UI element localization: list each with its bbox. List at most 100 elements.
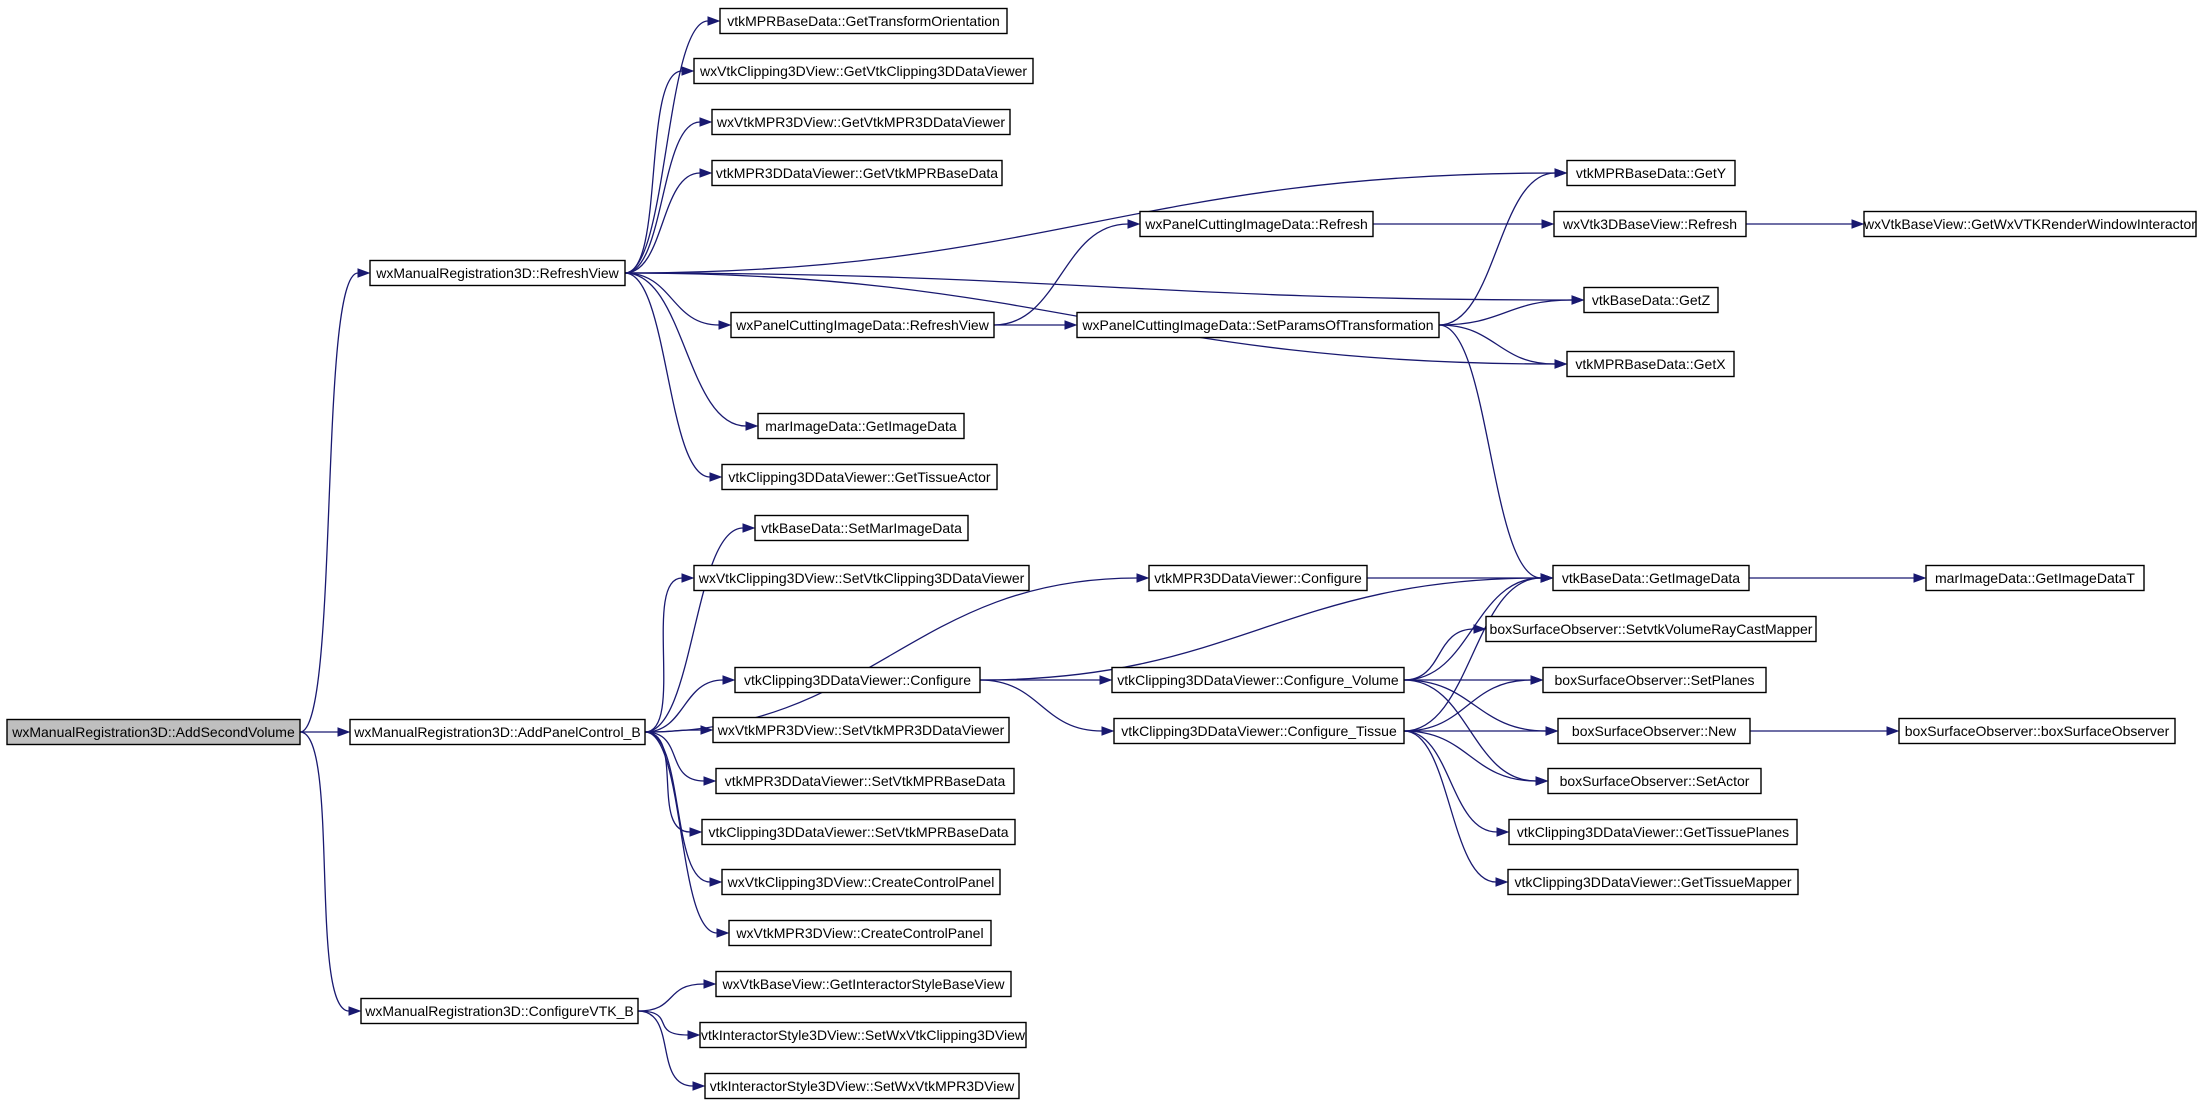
edge-line <box>644 731 691 833</box>
function-node[interactable]: wxVtkBaseView::GetWxVTKRenderWindowInter… <box>1863 210 2197 238</box>
arrowhead <box>1099 675 1113 685</box>
function-node[interactable]: vtkMPRBaseData::GetTransformOrientation <box>719 7 1008 35</box>
edge-line <box>624 272 711 478</box>
node-box <box>699 1021 1027 1049</box>
arrowhead <box>692 1081 706 1091</box>
edge-line <box>1403 628 1475 681</box>
edge-line <box>1438 324 1542 579</box>
call-edge <box>624 117 713 274</box>
arrowhead <box>718 320 732 330</box>
call-edge <box>637 979 717 1012</box>
function-node[interactable]: boxSurfaceObserver::boxSurfaceObserver <box>1898 717 2176 745</box>
call-edge <box>637 1010 706 1091</box>
function-node[interactable]: vtkClipping3DDataViewer::GetTissuePlanes <box>1508 818 1798 846</box>
arrowhead <box>703 776 717 786</box>
function-node[interactable]: wxPanelCuttingImageData::RefreshView <box>730 311 995 339</box>
call-edge <box>993 219 1141 326</box>
function-node[interactable]: vtkClipping3DDataViewer::Configure <box>734 666 981 694</box>
function-node[interactable]: wxVtkClipping3DView::GetVtkClipping3DDat… <box>693 57 1034 85</box>
node-box <box>721 463 998 491</box>
call-edge <box>644 523 756 733</box>
call-edge <box>1438 324 1568 369</box>
call-edge <box>299 731 362 1016</box>
call-edge <box>1403 726 1559 736</box>
node-box <box>1547 767 1762 795</box>
node-label: vtkInteractorStyle3DView::SetWxVtkMPR3DV… <box>710 1078 1015 1094</box>
function-node[interactable]: vtkBaseData::GetZ <box>1583 286 1719 314</box>
edge-line <box>1403 730 1497 883</box>
arrowhead <box>699 117 713 127</box>
function-node[interactable]: wxVtkClipping3DView::SetVtkClipping3DDat… <box>693 564 1030 592</box>
function-node[interactable]: wxManualRegistration3D::RefreshView <box>369 259 626 287</box>
node-box <box>1139 210 1374 238</box>
function-node[interactable]: wxPanelCuttingImageData::SetParamsOfTran… <box>1076 311 1440 339</box>
node-label: wxVtkMPR3DView::CreateControlPanel <box>735 925 983 941</box>
function-node[interactable]: wxVtkMPR3DView::SetVtkMPR3DDataViewer <box>712 716 1010 744</box>
node-label: boxSurfaceObserver::SetvtkVolumeRayCastM… <box>1490 621 1813 637</box>
function-node[interactable]: vtkMPR3DDataViewer::GetVtkMPRBaseData <box>711 159 1003 187</box>
function-node[interactable]: vtkMPR3DDataViewer::Configure <box>1148 564 1368 592</box>
function-node[interactable]: vtkClipping3DDataViewer::GetTissueActor <box>721 463 998 491</box>
node-label: vtkClipping3DDataViewer::GetTissueActor <box>728 469 991 485</box>
call-edge <box>637 1010 701 1040</box>
function-node[interactable]: vtkClipping3DDataViewer::Configure_Volum… <box>1111 666 1405 694</box>
node-box <box>693 57 1034 85</box>
function-node[interactable]: vtkMPRBaseData::GetX <box>1566 350 1735 378</box>
edge-line <box>1438 299 1573 326</box>
function-node[interactable]: boxSurfaceObserver::SetActor <box>1547 767 1762 795</box>
node-label: vtkMPR3DDataViewer::Configure <box>1154 570 1362 586</box>
function-node[interactable]: vtkMPR3DDataViewer::SetVtkMPRBaseData <box>715 767 1015 795</box>
call-edge <box>980 675 1113 685</box>
arrowhead <box>703 979 717 989</box>
function-node[interactable]: wxManualRegistration3D::AddPanelControl_… <box>349 718 646 746</box>
function-node[interactable]: marImageData::GetImageDataT <box>1925 564 2145 592</box>
function-node[interactable]: vtkInteractorStyle3DView::SetWxVtkClippi… <box>699 1021 1027 1049</box>
function-node[interactable]: wxManualRegistration3D::ConfigureVTK_B <box>360 997 639 1025</box>
function-node[interactable]: boxSurfaceObserver::New <box>1557 717 1751 745</box>
function-node[interactable]: boxSurfaceObserver::SetPlanes <box>1542 666 1767 694</box>
function-node[interactable]: wxPanelCuttingImageData::Refresh <box>1139 210 1374 238</box>
node-box <box>711 159 1003 187</box>
node-label: wxPanelCuttingImageData::SetParamsOfTran… <box>1081 317 1433 333</box>
call-edge <box>299 268 371 733</box>
function-node[interactable]: boxSurfaceObserver::SetvtkVolumeRayCastM… <box>1485 615 1817 643</box>
node-label: wxVtkClipping3DView::SetVtkClipping3DDat… <box>698 570 1025 586</box>
node-label: vtkClipping3DDataViewer::GetTissuePlanes <box>1517 824 1789 840</box>
function-node[interactable]: vtkMPRBaseData::GetY <box>1566 159 1736 187</box>
edge-line <box>624 172 1556 274</box>
function-node[interactable]: vtkBaseData::SetMarImageData <box>754 514 969 542</box>
function-node[interactable]: wxVtkBaseView::GetInteractorStyleBaseVie… <box>715 970 1012 998</box>
arrowhead <box>1540 573 1554 583</box>
call-edge <box>624 272 1585 305</box>
edge-line <box>644 731 705 782</box>
arrowhead <box>1554 359 1568 369</box>
function-node[interactable]: vtkInteractorStyle3DView::SetWxVtkMPR3DV… <box>704 1072 1020 1100</box>
node-label: boxSurfaceObserver::New <box>1572 723 1737 739</box>
call-edge <box>1749 726 1900 736</box>
call-edge <box>1403 624 1487 681</box>
function-node[interactable]: vtkClipping3DDataViewer::Configure_Tissu… <box>1113 717 1405 745</box>
edge-line <box>644 731 711 883</box>
call-edge <box>644 731 717 786</box>
arrowhead <box>1136 573 1150 583</box>
node-label: wxVtkClipping3DView::CreateControlPanel <box>727 874 995 890</box>
edge-line <box>1403 679 1532 732</box>
edge-line <box>637 1010 694 1087</box>
node-box <box>1485 615 1817 643</box>
function-node[interactable]: wxVtkMPR3DView::GetVtkMPR3DDataViewer <box>711 108 1011 136</box>
function-node[interactable]: vtkClipping3DDataViewer::GetTissueMapper <box>1507 868 1799 896</box>
edge-line <box>299 272 359 733</box>
function-node[interactable]: marImageData::GetImageData <box>757 412 965 440</box>
function-node[interactable]: vtkClipping3DDataViewer::SetVtkMPRBaseDa… <box>701 818 1016 846</box>
node-label: boxSurfaceObserver::SetActor <box>1560 773 1750 789</box>
function-node[interactable]: wxVtkClipping3DView::CreateControlPanel <box>721 868 1001 896</box>
function-node[interactable]: wxVtkMPR3DView::CreateControlPanel <box>728 919 992 947</box>
function-node[interactable]: vtkBaseData::GetImageData <box>1552 564 1750 592</box>
node-box <box>701 818 1016 846</box>
edge-line <box>644 527 744 733</box>
node-label: wxVtkMPR3DView::SetVtkMPR3DDataViewer <box>717 722 1005 738</box>
call-edge <box>979 679 1115 736</box>
function-node[interactable]: wxVtk3DBaseView::Refresh <box>1553 210 1747 238</box>
root-function-node[interactable]: wxManualRegistration3D::AddSecondVolume <box>6 718 301 746</box>
node-box <box>711 108 1011 136</box>
